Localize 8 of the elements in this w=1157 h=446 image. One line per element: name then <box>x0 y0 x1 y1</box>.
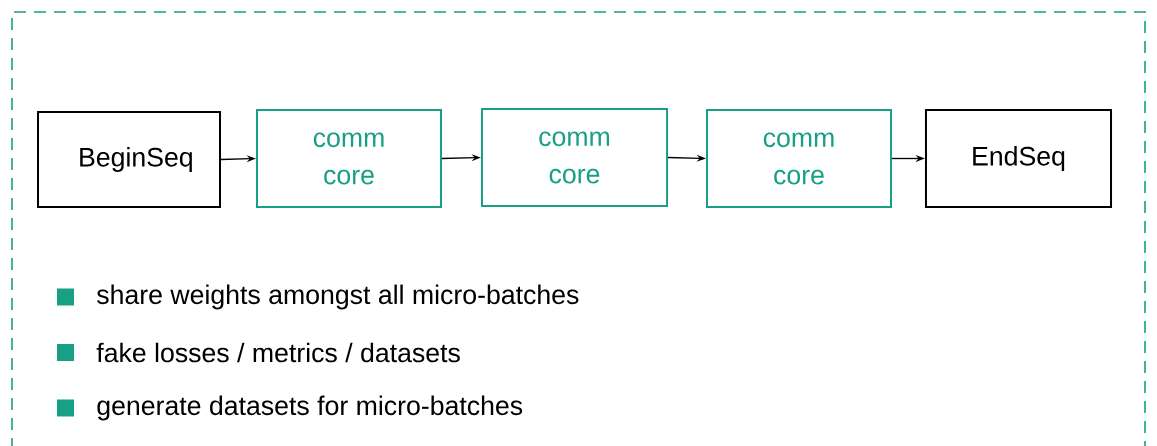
bullet-item: share weights amongst all micro-batches <box>57 284 579 310</box>
sequence-box: BeginSeq <box>37 111 221 208</box>
sequence-box: EndSeq <box>924 108 1113 209</box>
process-box: comm core <box>256 108 442 209</box>
process-box: comm core <box>706 108 892 209</box>
bullet-item: fake losses / metrics / datasets <box>57 342 460 363</box>
bullet-item: generate datasets for micro-batches <box>57 395 523 421</box>
process-box: comm core <box>480 107 669 208</box>
